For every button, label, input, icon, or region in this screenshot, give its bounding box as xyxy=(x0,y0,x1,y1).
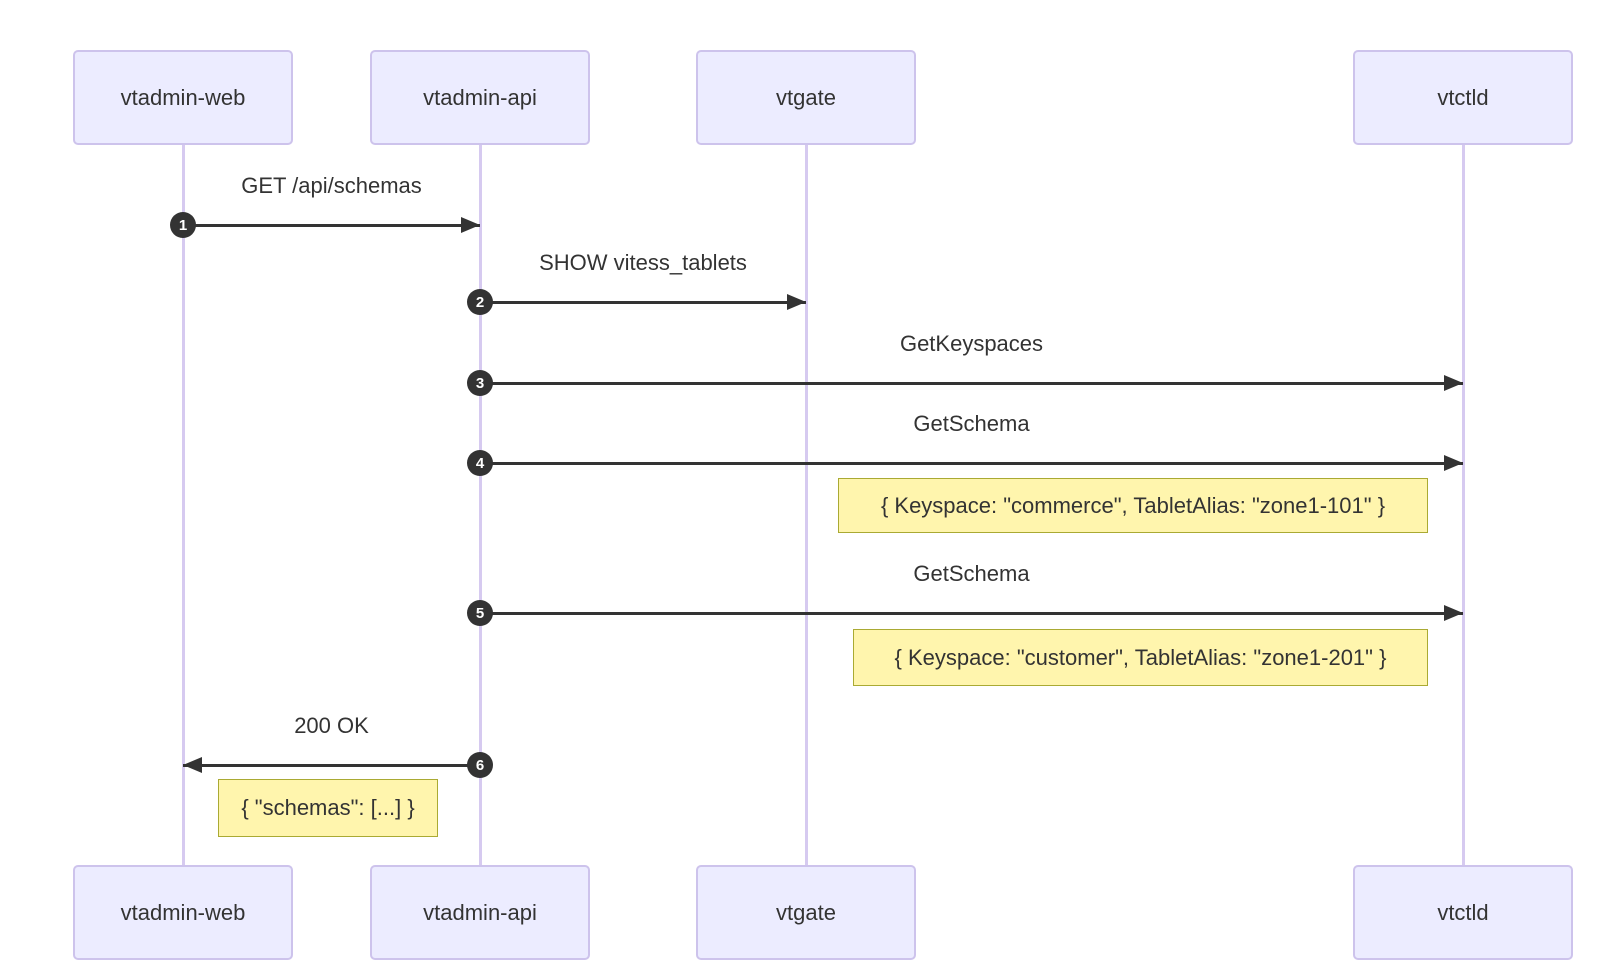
message-line xyxy=(183,763,480,767)
message-label: GetKeyspaces xyxy=(899,331,1044,356)
actor-bottom-vtgate: vtgate xyxy=(696,865,916,960)
message-label: GetSchema xyxy=(913,561,1030,586)
note: { Keyspace: "commerce", TabletAlias: "zo… xyxy=(838,478,1428,533)
message-line xyxy=(480,381,1463,385)
arrowhead-icon xyxy=(1444,375,1463,391)
arrowhead-icon xyxy=(461,217,480,233)
lifeline-vtadmin-web xyxy=(181,144,185,866)
sequence-number-badge: 1 xyxy=(170,212,196,238)
actor-top-vtadmin-api: vtadmin-api xyxy=(370,50,590,145)
sequence-number-badge: 5 xyxy=(467,600,493,626)
lifeline-vtctld xyxy=(1461,144,1465,866)
arrowhead-icon xyxy=(1444,605,1463,621)
actor-label: vtgate xyxy=(776,84,836,110)
note: { "schemas": [...] } xyxy=(218,779,438,837)
actor-label: vtctld xyxy=(1437,84,1489,110)
sequence-number-badge: 3 xyxy=(467,370,493,396)
sequence-number-badge: 6 xyxy=(467,752,493,778)
arrowhead-icon xyxy=(1444,455,1463,471)
message-label: GetSchema xyxy=(913,411,1030,436)
message-line xyxy=(183,223,480,227)
message-label: GET /api/schemas xyxy=(241,173,422,198)
sequence-number-badge: 2 xyxy=(467,289,493,315)
message-line xyxy=(480,611,1463,615)
note: { Keyspace: "customer", TabletAlias: "zo… xyxy=(853,629,1428,686)
arrowhead-icon xyxy=(183,757,202,773)
actor-label: vtadmin-api xyxy=(423,899,537,925)
sequence-number-badge: 4 xyxy=(467,450,493,476)
arrowhead-icon xyxy=(787,294,806,310)
actor-label: vtadmin-web xyxy=(120,899,246,925)
actor-bottom-vtadmin-web: vtadmin-web xyxy=(73,865,293,960)
message-line xyxy=(480,461,1463,465)
actor-top-vtgate: vtgate xyxy=(696,50,916,145)
lifeline-vtgate xyxy=(804,144,808,866)
actor-top-vtctld: vtctld xyxy=(1353,50,1573,145)
actor-label: vtctld xyxy=(1437,899,1489,925)
message-label: SHOW vitess_tablets xyxy=(539,250,747,275)
actor-bottom-vtadmin-api: vtadmin-api xyxy=(370,865,590,960)
message-label: 200 OK xyxy=(294,713,369,738)
actor-top-vtadmin-web: vtadmin-web xyxy=(73,50,293,145)
message-line xyxy=(480,300,806,304)
lifeline-vtadmin-api xyxy=(478,144,482,866)
actor-label: vtadmin-web xyxy=(120,84,246,110)
actor-label: vtgate xyxy=(776,899,836,925)
actor-label: vtadmin-api xyxy=(423,84,537,110)
actor-bottom-vtctld: vtctld xyxy=(1353,865,1573,960)
